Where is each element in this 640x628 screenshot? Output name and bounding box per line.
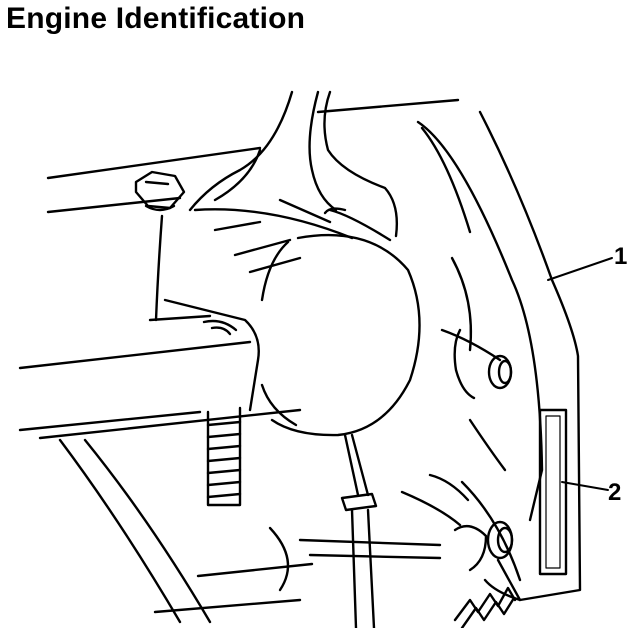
lower-structure bbox=[58, 438, 442, 624]
frame-rails bbox=[18, 98, 460, 614]
mounting-plate bbox=[148, 298, 260, 412]
engine-id-label-plate bbox=[538, 408, 568, 576]
wire-harness bbox=[340, 433, 378, 628]
leader-lines bbox=[547, 257, 613, 491]
engine-block-bracket bbox=[400, 110, 582, 602]
hex-bolt bbox=[134, 170, 186, 322]
gear-teeth bbox=[453, 586, 517, 628]
callout-1: 1 bbox=[614, 243, 627, 270]
round-dome bbox=[260, 233, 421, 437]
upper-mount-casting bbox=[188, 90, 399, 274]
callout-2: 2 bbox=[608, 479, 621, 506]
bracket-holes bbox=[486, 354, 514, 560]
threaded-stud bbox=[206, 406, 242, 507]
page-title: Engine Identification bbox=[6, 2, 306, 35]
